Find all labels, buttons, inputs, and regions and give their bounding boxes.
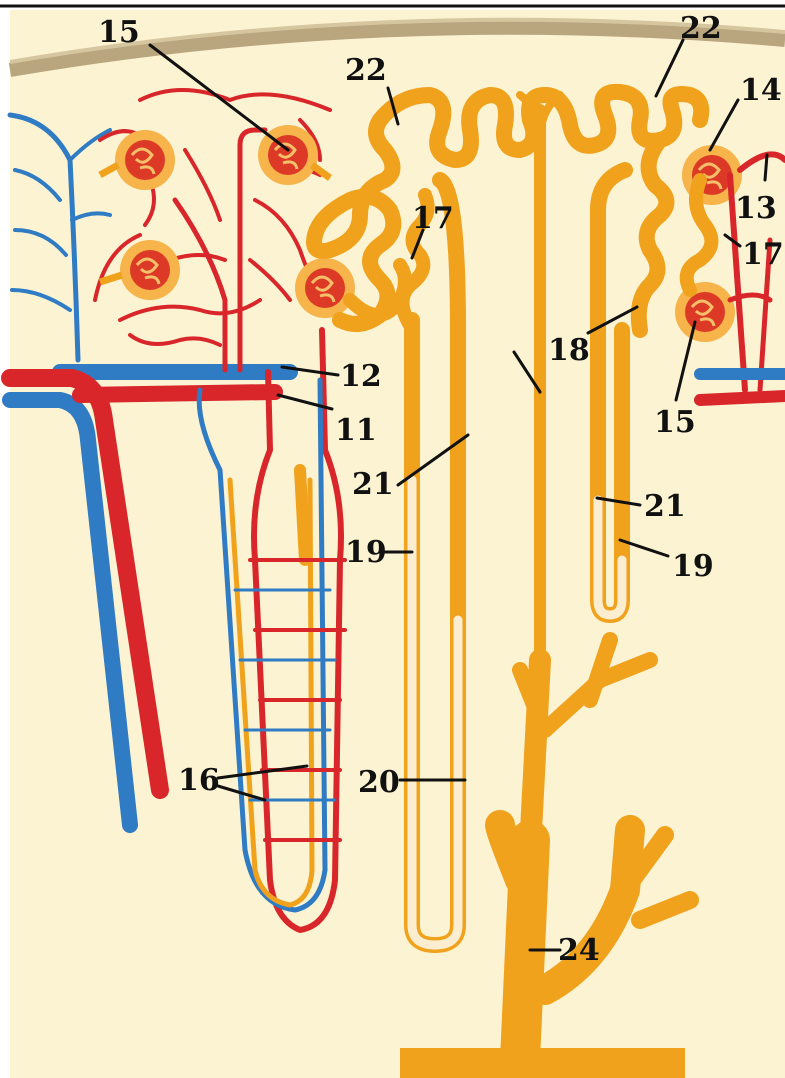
label-16: 16 bbox=[178, 763, 220, 798]
label-22-left: 22 bbox=[345, 53, 387, 88]
label-18: 18 bbox=[548, 333, 590, 368]
label-20: 20 bbox=[358, 765, 400, 800]
glomerulus-middle bbox=[295, 258, 355, 318]
label-19-left: 19 bbox=[345, 535, 387, 570]
label-22-right: 22 bbox=[680, 11, 722, 46]
label-15-right: 15 bbox=[654, 405, 696, 440]
label-21-right: 21 bbox=[644, 489, 686, 524]
label-21-left: 21 bbox=[352, 467, 394, 502]
label-17-right: 17 bbox=[742, 237, 784, 272]
label-13: 13 bbox=[735, 191, 777, 226]
label-14: 14 bbox=[740, 73, 782, 108]
label-17-left: 17 bbox=[412, 201, 454, 236]
label-11: 11 bbox=[335, 413, 377, 448]
label-15-top: 15 bbox=[98, 15, 140, 50]
label-19-right: 19 bbox=[672, 549, 714, 584]
label-12: 12 bbox=[340, 359, 382, 394]
label-24: 24 bbox=[558, 933, 600, 968]
